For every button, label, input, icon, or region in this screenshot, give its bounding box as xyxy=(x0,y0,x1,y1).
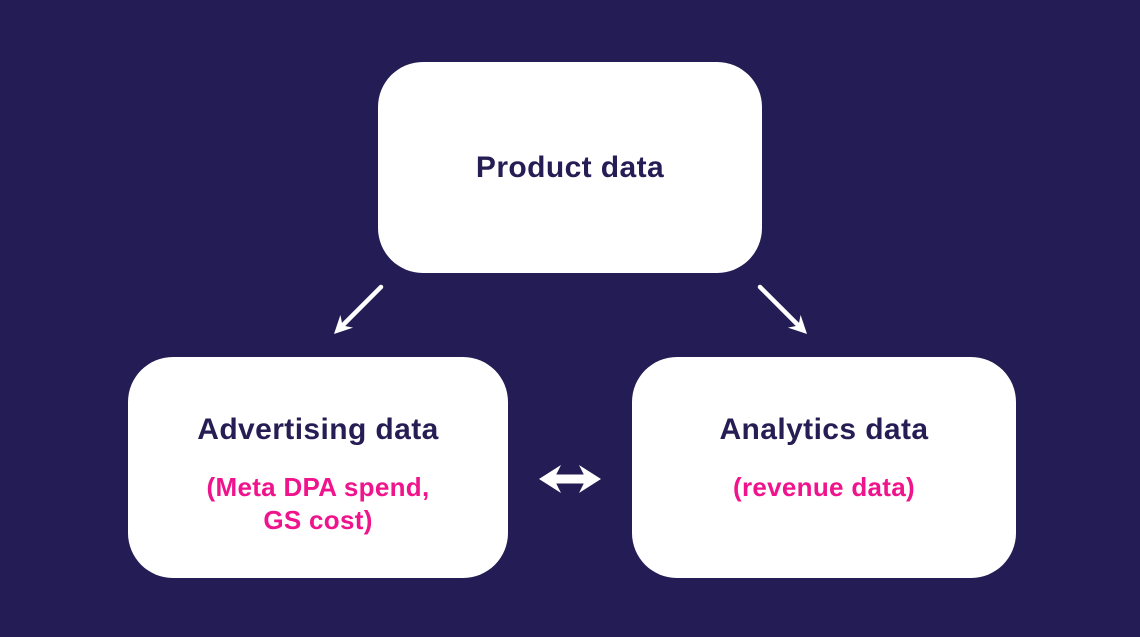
analytics-data-subtitle: (revenue data) xyxy=(733,471,915,504)
product-to-analytics-arrow-icon xyxy=(757,284,807,334)
advertising-subtitle-line-1: (Meta DPA spend, xyxy=(206,472,430,502)
advertising-data-subtitle: (Meta DPA spend, GS cost) xyxy=(207,471,430,537)
node-product-data: Product data xyxy=(378,62,762,273)
analytics-subtitle-line-1: (revenue data) xyxy=(733,472,915,502)
node-analytics-data: Analytics data (revenue data) xyxy=(632,357,1016,578)
advertising-subtitle-line-2: GS cost) xyxy=(263,505,373,535)
advertising-analytics-double-arrow-icon xyxy=(539,465,601,493)
product-data-title: Product data xyxy=(475,151,665,184)
node-advertising-data: Advertising data (Meta DPA spend, GS cos… xyxy=(128,357,508,578)
advertising-data-title: Advertising data xyxy=(197,413,439,446)
analytics-data-title: Analytics data xyxy=(719,413,929,446)
product-to-advertising-arrow-icon xyxy=(334,284,384,334)
